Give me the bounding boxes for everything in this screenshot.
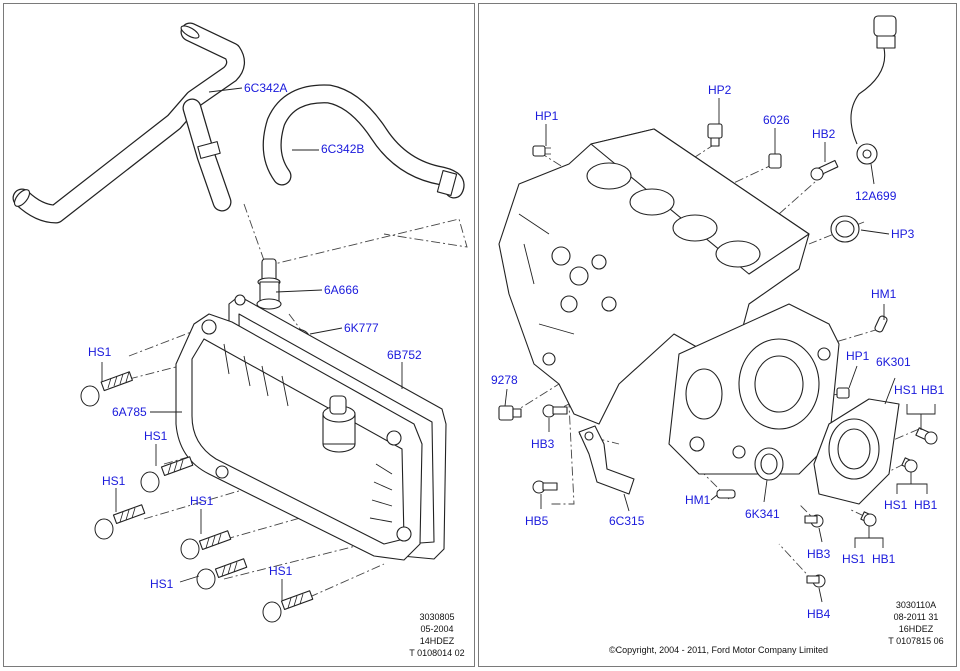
callout-hs1-5: HS1 (150, 577, 174, 591)
callout-hs1-6: HS1 (269, 564, 293, 578)
bolt-hs1-hb1-a (915, 427, 938, 445)
callout-hb3-right: HB3 (807, 547, 831, 561)
callout-hb3-left: HB3 (531, 437, 555, 451)
callout-hb4: HB4 (807, 607, 831, 621)
callout-hb1-a: HB1 (921, 383, 945, 397)
bolt-hs1-2 (140, 456, 194, 493)
stamp-line-1: 3030110A (896, 600, 936, 610)
leader-lines (504, 98, 936, 603)
callout-6c315: 6C315 (609, 514, 645, 528)
bolt-hs1-4 (180, 530, 232, 560)
knock-sensor-12a699 (850, 15, 897, 165)
cylinder-block-diagram: HP1 HP2 6026 HB2 12A699 HP3 HM1 HP1 6K30… (491, 15, 945, 655)
callout-6c342b: 6C342B (321, 142, 364, 156)
callout-hs1-3: HS1 (102, 474, 126, 488)
callout-6c342a: 6C342A (244, 81, 287, 95)
left-diagram-panel: 6C342A 6C342B 6A666 6K777 6B752 6A785 HS… (3, 3, 475, 667)
callout-6026: 6026 (763, 113, 790, 127)
stamp-line-3: 14HDEZ (420, 636, 455, 646)
plug-hp1 (532, 145, 551, 157)
callout-hs1-4: HS1 (190, 494, 214, 508)
right-diagram-panel: HP1 HP2 6026 HB2 12A699 HP3 HM1 HP1 6K30… (478, 3, 957, 667)
callout-hb1-b: HB1 (914, 498, 938, 512)
plug-hp1-lower (836, 387, 850, 399)
stamp-line-4: T 0107815 06 (888, 636, 943, 646)
callout-hs1-2: HS1 (144, 429, 168, 443)
bolt-hs1-1 (80, 371, 133, 407)
bolt-hs1-3 (94, 504, 146, 540)
valve-6a666 (256, 258, 282, 310)
cover-6a785 (175, 313, 423, 561)
stamp-line-2: 08-2011 31 (894, 612, 939, 622)
bolt-hb2 (810, 159, 839, 181)
callout-6k301: 6K301 (876, 355, 911, 369)
callout-hm1-bottom: HM1 (685, 493, 711, 507)
stamp-line-2: 05-2004 (420, 624, 453, 634)
stamp-line-4: T 0108014 02 (409, 648, 464, 658)
copyright-notice: ©Copyright, 2004 - 2011, Ford Motor Comp… (609, 645, 828, 655)
plug-hp2 (707, 123, 723, 147)
callout-6k777: 6K777 (344, 321, 379, 335)
bolt-hs1-5 (196, 558, 248, 590)
callout-hb2: HB2 (812, 127, 836, 141)
dowel-hm1-top (874, 315, 888, 333)
plug-hp3 (830, 215, 860, 243)
bolt-hb5 (532, 480, 558, 494)
seal-6k341 (754, 447, 784, 481)
callout-hm1-top: HM1 (871, 287, 897, 301)
stamp-line-3: 16HDEZ (899, 624, 934, 634)
callout-6k341: 6K341 (745, 507, 780, 521)
bolt-hs1-hb1-c (860, 511, 877, 527)
callout-hb5: HB5 (525, 514, 549, 528)
bolt-hb3-right (804, 514, 824, 528)
drawing-stamp-left: 3030805 05-2004 14HDEZ T 0108014 02 (409, 612, 464, 658)
callout-hp1-lower: HP1 (846, 349, 870, 363)
cylinder-block (498, 128, 810, 425)
callout-hb1-c: HB1 (872, 552, 896, 566)
callout-hp2: HP2 (708, 83, 732, 97)
callout-9278: 9278 (491, 373, 518, 387)
drawing-stamp-right: 3030110A 08-2011 31 16HDEZ T 0107815 06 (888, 600, 943, 646)
crankcase-ventilation-diagram: 6C342A 6C342B 6A666 6K777 6B752 6A785 HS… (12, 22, 468, 658)
callout-hs1-a: HS1 (894, 383, 918, 397)
callout-hs1-c: HS1 (842, 552, 866, 566)
plug-6026 (768, 153, 782, 169)
callout-hp1: HP1 (535, 109, 559, 123)
callout-hp3: HP3 (891, 227, 915, 241)
oil-tube-6c315 (578, 425, 635, 495)
callout-hs1-b: HS1 (884, 498, 908, 512)
callout-12a699: 12A699 (855, 189, 897, 203)
bolt-hb3-left (542, 404, 568, 418)
rear-oil-seal-carrier-6k301 (813, 398, 900, 505)
leader-lines (101, 87, 403, 600)
hose-6c342b (262, 84, 465, 199)
stamp-line-1: 3030805 (419, 612, 454, 622)
bolt-hb4 (806, 574, 826, 588)
oil-pressure-sender-9278 (498, 405, 522, 421)
callout-6a785: 6A785 (112, 405, 147, 419)
callout-hs1-1: HS1 (88, 345, 112, 359)
dowel-hm1-bottom (716, 489, 736, 499)
callout-6a666: 6A666 (324, 283, 359, 297)
bolt-hs1-hb1-b (901, 457, 918, 473)
hose-6c342a (12, 22, 245, 224)
bolt-hs1-6 (262, 590, 314, 623)
callout-6b752: 6B752 (387, 348, 422, 362)
